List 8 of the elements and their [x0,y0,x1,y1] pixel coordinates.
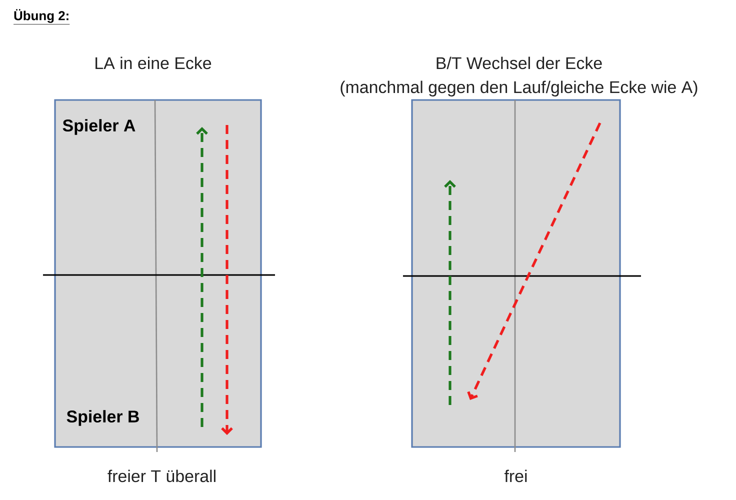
player-label: Spieler B [66,410,139,426]
node-label: freier T überall [108,470,216,482]
player-label: Spieler A [62,119,136,135]
heading: LA in eine Ecke [96,56,212,70]
heading: (manchmal gegen den Lauf/gleiche Ecke wie A) [340,80,698,96]
title: Übung 2: [13,9,70,24]
heading: B/T Wechsel der Ecke [436,56,602,70]
node-label: frei [504,470,527,482]
